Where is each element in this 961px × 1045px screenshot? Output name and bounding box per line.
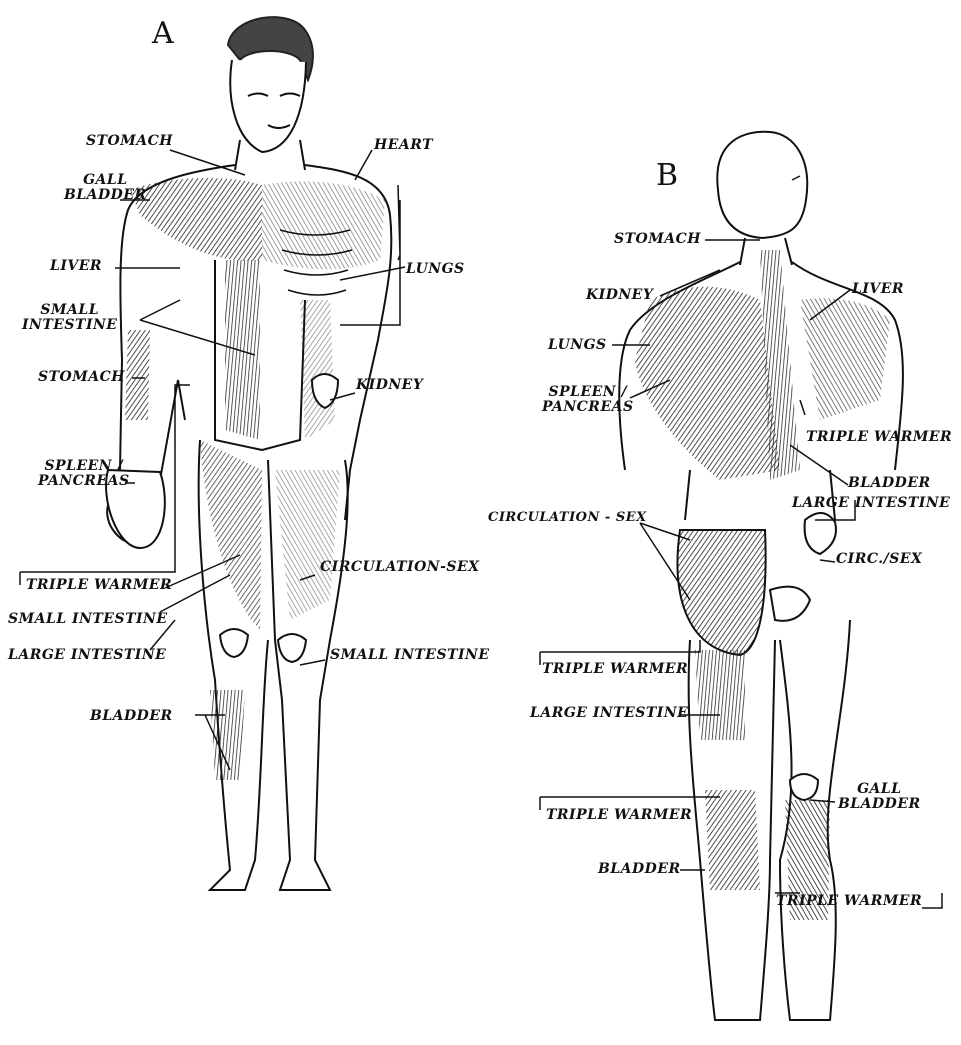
- label-a-lungs: LUNGS: [406, 262, 465, 277]
- label-a-liver: LIVER: [50, 259, 102, 274]
- label-a-stomach-arm: STOMACH: [38, 370, 125, 385]
- label-a-small-intestine-thigh: SMALL INTESTINE: [8, 612, 168, 627]
- label-b-bladder: BLADDER: [598, 862, 681, 877]
- label-a-triple-warmer: TRIPLE WARMER: [26, 578, 172, 593]
- label-b-circ-sex: CIRC./SEX: [836, 552, 922, 567]
- label-b-liver: LIVER: [852, 282, 904, 297]
- label-b-triple-warmer-calf: TRIPLE WARMER: [776, 894, 922, 909]
- figure-b-body: [619, 132, 903, 1020]
- label-b-lungs: LUNGS: [548, 338, 607, 353]
- label-a-kidney: KIDNEY: [356, 378, 423, 393]
- label-a-small-intestine-torso: SMALL INTESTINE: [22, 303, 117, 333]
- label-b-stomach: STOMACH: [614, 232, 701, 247]
- label-a-spleen-pancreas: SPLEEN / PANCREAS: [38, 459, 130, 489]
- label-a-gall-bladder: GALL BLADDER: [64, 173, 147, 203]
- label-b-circulation-sex: CIRCULATION - SEX: [488, 510, 647, 525]
- label-b-triple-warmer-hip: TRIPLE WARMER: [542, 662, 688, 677]
- label-a-heart: HEART: [374, 138, 433, 153]
- label-b-gall-bladder: GALL BLADDER: [838, 782, 921, 812]
- label-a-small-intestine-shin: SMALL INTESTINE: [330, 648, 490, 663]
- label-b-large-intestine-thigh: LARGE INTESTINE: [530, 706, 688, 721]
- label-b-spleen-pancreas: SPLEEN / PANCREAS: [542, 385, 634, 415]
- label-b-triple-warmer-knee: TRIPLE WARMER: [546, 808, 692, 823]
- figure-a-letter: A: [152, 16, 174, 51]
- label-b-kidney: KIDNEY: [586, 288, 653, 303]
- label-a-bladder: BLADDER: [90, 709, 173, 724]
- label-b-large-intestine-back: LARGE INTESTINE: [792, 496, 950, 511]
- label-a-circulation-sex: CIRCULATION-SEX: [320, 560, 480, 575]
- figure-b-letter: B: [656, 158, 678, 193]
- label-a-stomach-top: STOMACH: [86, 134, 173, 149]
- label-a-large-intestine: LARGE INTESTINE: [8, 648, 166, 663]
- label-b-bladder-back: BLADDER: [848, 476, 931, 491]
- label-b-triple-warmer-arm: TRIPLE WARMER: [806, 430, 952, 445]
